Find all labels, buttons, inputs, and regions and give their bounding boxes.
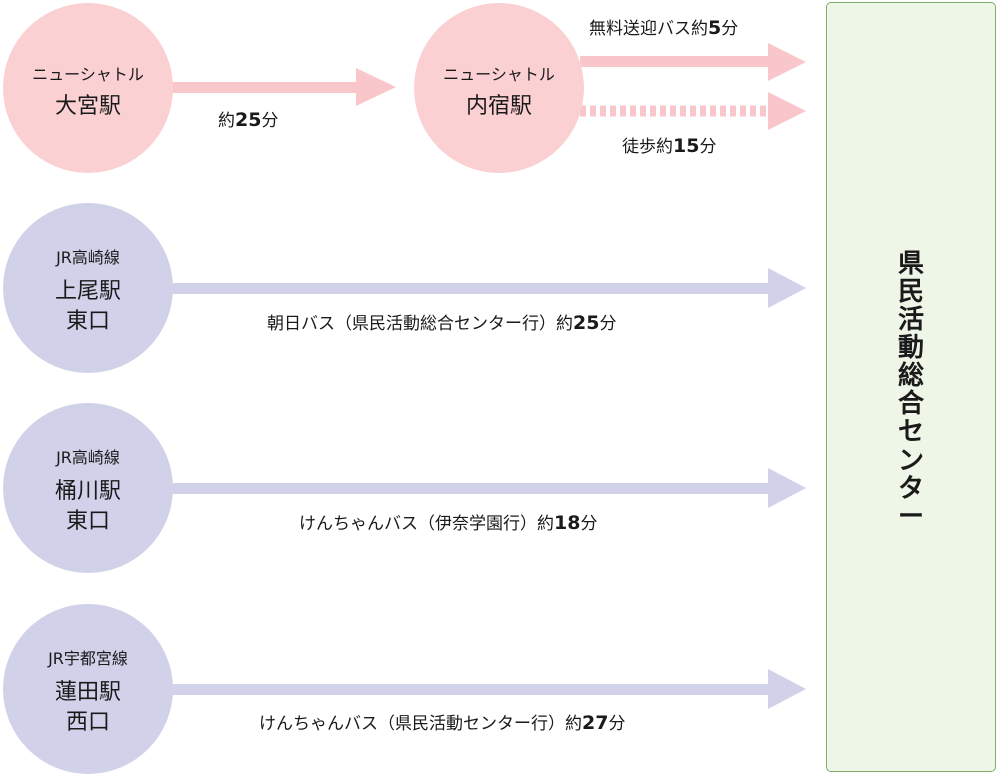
route-label-minutes: 25 xyxy=(235,109,262,131)
arrow-okegawa-bus xyxy=(170,468,806,508)
route-label-minutes: 25 xyxy=(573,312,600,334)
destination-title: 県 民 活 動 総 合 セ ン タ ー xyxy=(826,250,996,531)
node-hasuda-line: JR宇都宮線 xyxy=(48,649,128,668)
destination-char: 動 xyxy=(897,333,924,364)
node-hasuda-station: 蓮田駅 xyxy=(54,680,121,705)
route-label-suffix: 分 xyxy=(599,314,617,334)
route-label-prefix: 徒歩約 xyxy=(622,137,673,157)
route-label-suffix: 分 xyxy=(261,111,279,131)
node-omiya-station: 大宮駅 xyxy=(54,94,121,119)
arrow-ageo-bus xyxy=(170,268,806,308)
destination-char: ン xyxy=(897,445,924,476)
route-label-prefix: けんちゃんバス（伊奈学園行）約 xyxy=(299,514,554,534)
node-okegawa-station: 桶川駅 xyxy=(54,479,121,504)
destination-char: 総 xyxy=(897,361,924,392)
node-okegawa-exit: 東口 xyxy=(65,509,110,534)
node-ageo-station: 上尾駅 xyxy=(54,279,121,304)
destination-char: 活 xyxy=(897,305,924,336)
node-hasuda-circle xyxy=(3,604,173,774)
node-hasuda-exit: 西口 xyxy=(65,710,110,735)
route-label-prefix: 無料送迎バス約 xyxy=(589,19,708,39)
route-label-minutes: 18 xyxy=(554,512,581,534)
route-label-omiya-uchijuku: 約25分 xyxy=(218,111,278,130)
route-label-suffix: 分 xyxy=(699,137,717,157)
arrow-walk xyxy=(580,92,806,130)
route-label-ageo-bus: 朝日バス（県民活動総合センター行）約25分 xyxy=(267,314,616,333)
route-label-suffix: 分 xyxy=(608,714,626,734)
route-label-suffix: 分 xyxy=(721,19,739,39)
arrow-omiya-to-uchijuku xyxy=(170,68,396,106)
node-okegawa-circle xyxy=(3,403,173,573)
route-label-okegawa-bus: けんちゃんバス（伊奈学園行）約18分 xyxy=(299,514,597,533)
route-label-minutes: 15 xyxy=(673,135,700,157)
destination-char: セ xyxy=(897,417,924,448)
node-uchijuku-line: ニューシャトル xyxy=(443,65,555,84)
node-omiya-line: ニューシャトル xyxy=(32,65,144,84)
route-label-prefix: けんちゃんバス（県民活動センター行）約 xyxy=(259,714,582,734)
node-omiya-circle xyxy=(3,3,173,173)
destination-char: 合 xyxy=(897,389,924,420)
route-label-minutes: 27 xyxy=(582,712,609,734)
node-uchijuku-station: 内宿駅 xyxy=(465,94,532,119)
route-label-walk: 徒歩約15分 xyxy=(622,137,716,156)
node-ageo-exit: 東口 xyxy=(65,309,110,334)
destination-panel xyxy=(826,2,996,772)
route-label-suffix: 分 xyxy=(580,514,598,534)
destination-char: タ xyxy=(897,473,924,504)
node-uchijuku-circle xyxy=(414,3,584,173)
route-label-prefix: 朝日バス（県民活動総合センター行）約 xyxy=(267,314,573,334)
destination-char: 民 xyxy=(897,277,924,308)
node-ageo-circle xyxy=(3,203,173,373)
node-ageo-line: JR高崎線 xyxy=(56,248,120,267)
route-label-prefix: 約 xyxy=(218,111,235,131)
route-label-shuttle-bus: 無料送迎バス約5分 xyxy=(589,19,738,38)
route-label-hasuda-bus: けんちゃんバス（県民活動センター行）約27分 xyxy=(259,714,625,733)
route-label-minutes: 5 xyxy=(708,17,722,39)
arrow-hasuda-bus xyxy=(170,669,806,709)
destination-char: 県 xyxy=(897,249,924,279)
arrow-shuttle-bus xyxy=(580,43,806,81)
node-okegawa-line: JR高崎線 xyxy=(56,448,120,467)
destination-char: ー xyxy=(897,501,924,532)
